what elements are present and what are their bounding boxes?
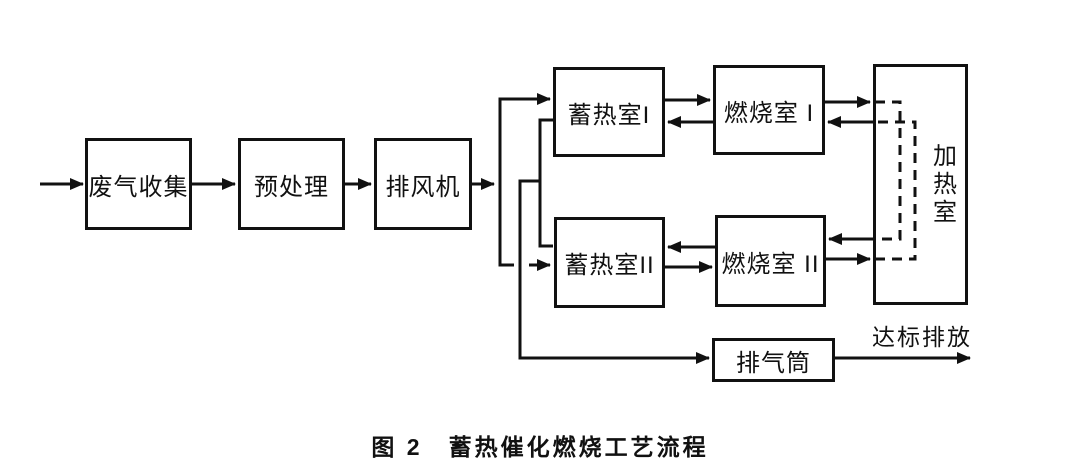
node-regenerator-2: 蓄热室II (554, 217, 665, 308)
node-combustor-1-label: 燃烧室 I (723, 99, 815, 127)
node-waste-gas-collection: 废气收集 (85, 138, 192, 230)
node-regenerator-1-label: 蓄热室I (567, 101, 651, 129)
node-combustor-1: 燃烧室 I (713, 65, 825, 155)
node-regenerator-1: 蓄热室I (553, 67, 665, 157)
node-exhaust-fan: 排风机 (374, 138, 472, 230)
node-exhaust-stack: 排气筒 (712, 338, 835, 382)
node-exhaust-fan-label: 排风机 (385, 173, 461, 201)
label-compliant-discharge: 达标排放 (872, 324, 972, 350)
node-pretreatment: 预处理 (238, 138, 345, 230)
node-heating-chamber-label: 加热室 (928, 142, 956, 227)
node-combustor-2: 燃烧室 II (715, 215, 826, 307)
node-combustor-2-label: 燃烧室 II (721, 250, 820, 278)
node-regenerator-2-label: 蓄热室II (564, 252, 655, 279)
node-exhaust-stack-label: 排气筒 (736, 349, 811, 377)
clean-gas-header-line (538, 118, 553, 248)
figure-caption: 图 2 蓄热催化燃烧工艺流程 (371, 434, 709, 460)
node-waste-gas-collection-label: 废气收集 (88, 173, 189, 201)
node-heating-chamber: 加热室 (873, 64, 968, 305)
node-pretreatment-label: 预处理 (254, 173, 329, 201)
